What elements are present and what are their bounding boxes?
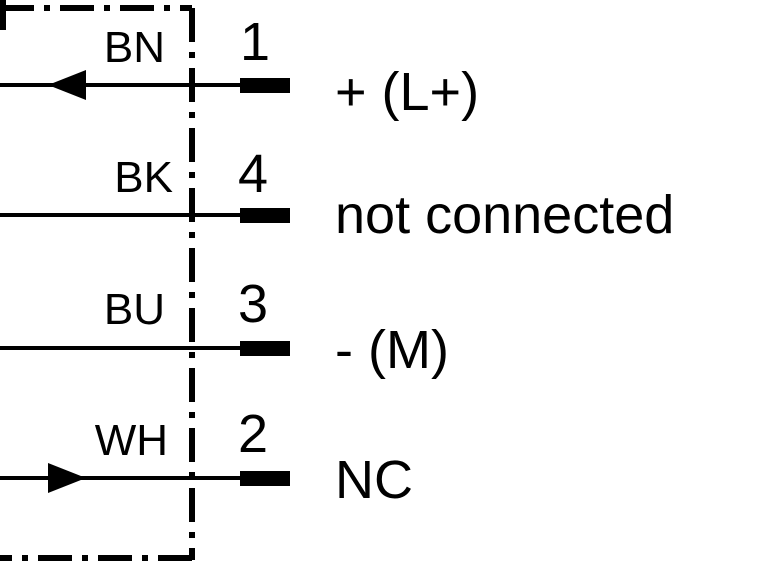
pin-number: 4 — [238, 144, 268, 204]
pin-terminal — [240, 208, 290, 223]
pin-number: 3 — [238, 274, 268, 334]
signal-label: not connected — [335, 185, 674, 245]
arrow-right-icon — [48, 463, 86, 493]
signal-label: - (M) — [335, 320, 449, 380]
wire-color-label: BU — [104, 285, 165, 334]
wire-color-label: BK — [114, 153, 173, 202]
wire-color-label: BN — [104, 23, 165, 72]
pin-terminal — [240, 78, 290, 93]
pin-terminal — [240, 341, 290, 356]
connection-row-2: BK 4 not connected — [0, 144, 674, 245]
housing-boundary — [0, 0, 195, 561]
pin-number: 2 — [238, 404, 268, 464]
pin-number: 1 — [240, 12, 270, 72]
wire-color-label: WH — [95, 416, 168, 465]
connection-row-1: BN 1 + (L+) — [0, 12, 479, 122]
arrow-left-icon — [48, 70, 86, 100]
signal-label: + (L+) — [335, 62, 479, 122]
connection-row-4: WH 2 NC — [0, 404, 413, 510]
connection-row-3: BU 3 - (M) — [0, 274, 449, 380]
pin-terminal — [240, 471, 290, 486]
signal-label: NC — [335, 450, 413, 510]
